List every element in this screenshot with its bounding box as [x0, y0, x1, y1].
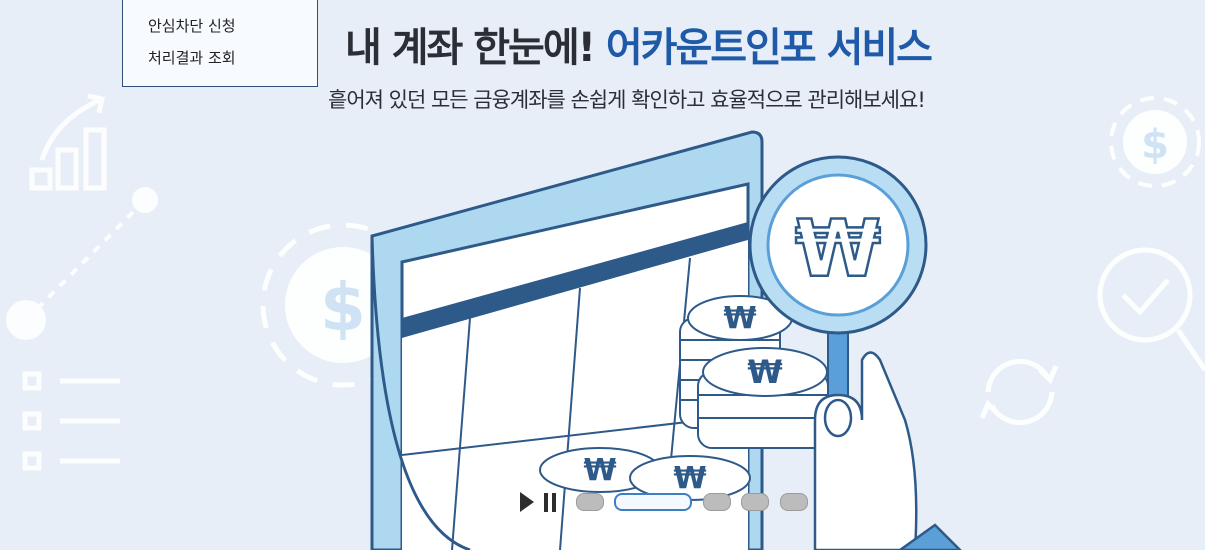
refresh-icon — [979, 358, 1059, 426]
slide-indicator-2[interactable] — [614, 493, 692, 511]
menu-item-safety-block-apply[interactable]: 안심차단 신청 — [148, 17, 236, 35]
banner-subheadline: 흩어져 있던 모든 금융계좌를 손쉽게 확인하고 효율적으로 관리해보세요! — [328, 88, 926, 112]
headline-part-dark: 내 계좌 한눈에! — [345, 25, 596, 71]
magnifier-icon: ₩ — [748, 155, 928, 417]
slide-indicator-4[interactable] — [741, 493, 769, 511]
banner-headline: 내 계좌 한눈에! 어카운트인포 서비스 — [345, 22, 1045, 74]
menu-item-result-lookup[interactable]: 처리결과 조회 — [148, 49, 236, 67]
slide-indicator-3[interactable] — [703, 493, 731, 511]
dollar-coin-small-icon: $ — [1109, 96, 1201, 188]
checkmark-icon — [1097, 247, 1205, 372]
dropdown-menu: 안심차단 신청 처리결과 조회 — [122, 0, 318, 87]
hand-illustration — [813, 351, 962, 550]
connector-dots-icon — [6, 187, 158, 340]
coin-stacks: ₩ ₩ ₩ ₩ — [539, 295, 829, 501]
play-icon[interactable] — [520, 492, 534, 512]
svg-text:₩: ₩ — [673, 461, 706, 496]
svg-text:$: $ — [1141, 122, 1169, 168]
svg-text:₩: ₩ — [723, 301, 756, 336]
svg-text:₩: ₩ — [747, 353, 782, 391]
slide-indicator-5[interactable] — [780, 493, 808, 511]
growth-chart-icon — [29, 93, 107, 191]
svg-text:₩: ₩ — [583, 453, 616, 488]
slide-indicator-1[interactable] — [576, 493, 604, 511]
pause-icon[interactable] — [544, 493, 558, 512]
headline-part-blue: 어카운트인포 서비스 — [605, 25, 933, 71]
svg-text:₩: ₩ — [795, 205, 881, 295]
svg-text:$: $ — [320, 269, 366, 346]
checklist-icon — [22, 371, 120, 471]
